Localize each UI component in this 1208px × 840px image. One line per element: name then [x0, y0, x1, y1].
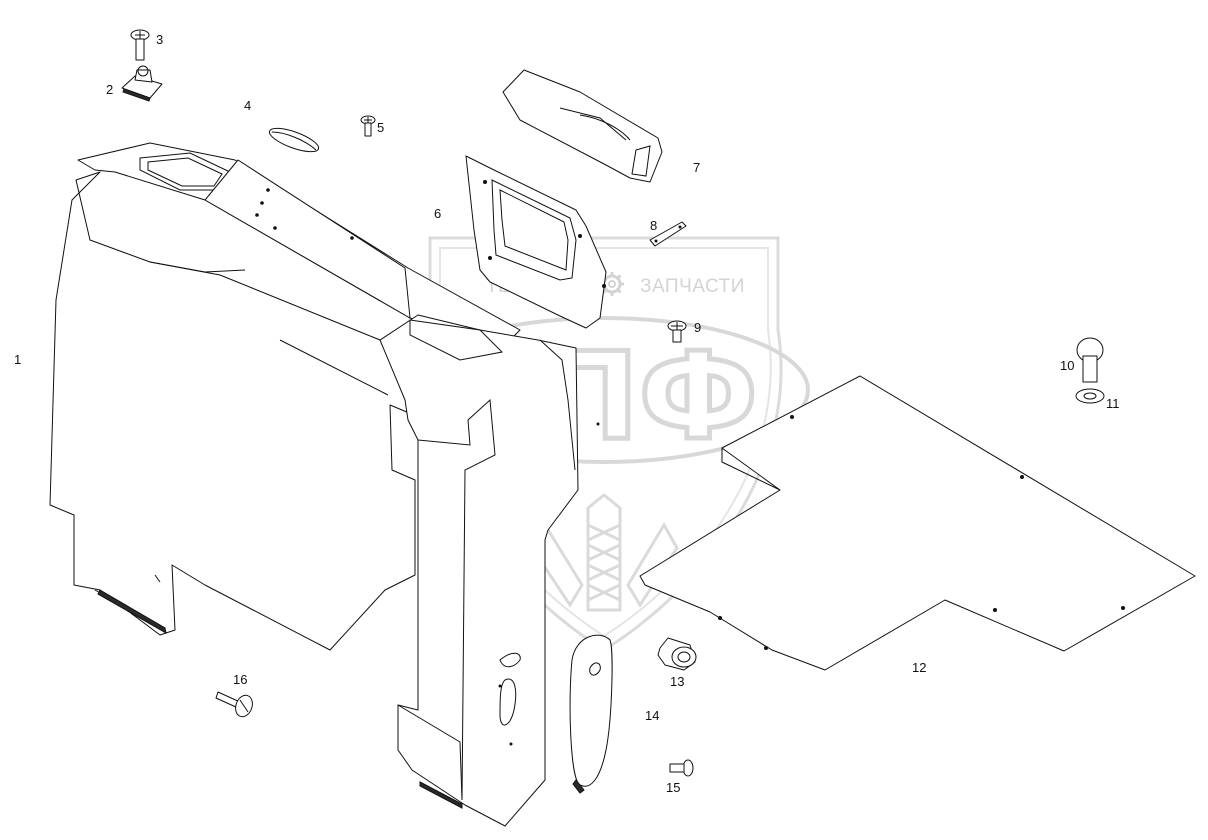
callout-15: 15 [666, 780, 680, 795]
part-4-ring [268, 127, 320, 153]
part-12-floor-panel [639, 375, 1196, 671]
callout-1: 1 [14, 352, 21, 367]
callout-16: 16 [233, 672, 247, 687]
part-10-bolt [1076, 337, 1104, 383]
callout-5: 5 [377, 120, 384, 135]
part-2-nut-plate [121, 65, 163, 102]
callout-4: 4 [244, 98, 251, 113]
callout-labels: 1 2 3 4 5 6 7 8 9 10 11 12 13 14 15 16 [14, 32, 1120, 795]
center-pillar [379, 314, 600, 827]
part-1-side-panel [49, 171, 416, 651]
callout-13: 13 [670, 674, 684, 689]
part-11-washer [1075, 388, 1105, 404]
callout-7: 7 [693, 160, 700, 175]
callout-10: 10 [1060, 358, 1074, 373]
callout-6: 6 [434, 206, 441, 221]
callout-2: 2 [106, 82, 113, 97]
callout-9: 9 [694, 320, 701, 335]
part-9-screw [667, 320, 687, 343]
part-6-frame-bracket [465, 155, 607, 329]
part-16-screw [215, 691, 253, 718]
callout-12: 12 [912, 660, 926, 675]
part-8-clip [649, 221, 687, 247]
callout-14: 14 [645, 708, 659, 723]
part-7-top-cover [502, 69, 663, 183]
part-15-screw [669, 759, 694, 777]
watermark-right-text: ЗАПЧАСТИ [640, 276, 745, 297]
part-13-fastener [657, 637, 697, 671]
callout-3: 3 [156, 32, 163, 47]
part-14-oval-cover [569, 634, 613, 794]
part-5-screw [360, 115, 376, 137]
callout-11: 11 [1106, 396, 1120, 411]
callout-8: 8 [650, 218, 657, 233]
part-3-screw [130, 29, 150, 61]
